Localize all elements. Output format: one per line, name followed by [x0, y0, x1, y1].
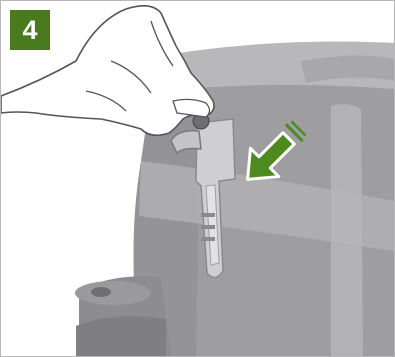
base-foot-hole	[91, 287, 111, 297]
step-number: 4	[10, 10, 50, 50]
latch-detail-c	[201, 237, 215, 241]
canister-highlight	[331, 104, 363, 356]
base-foot	[75, 281, 151, 305]
base-lower	[76, 316, 166, 356]
latch-detail-a	[201, 213, 215, 217]
latch-detail-b	[201, 225, 215, 229]
